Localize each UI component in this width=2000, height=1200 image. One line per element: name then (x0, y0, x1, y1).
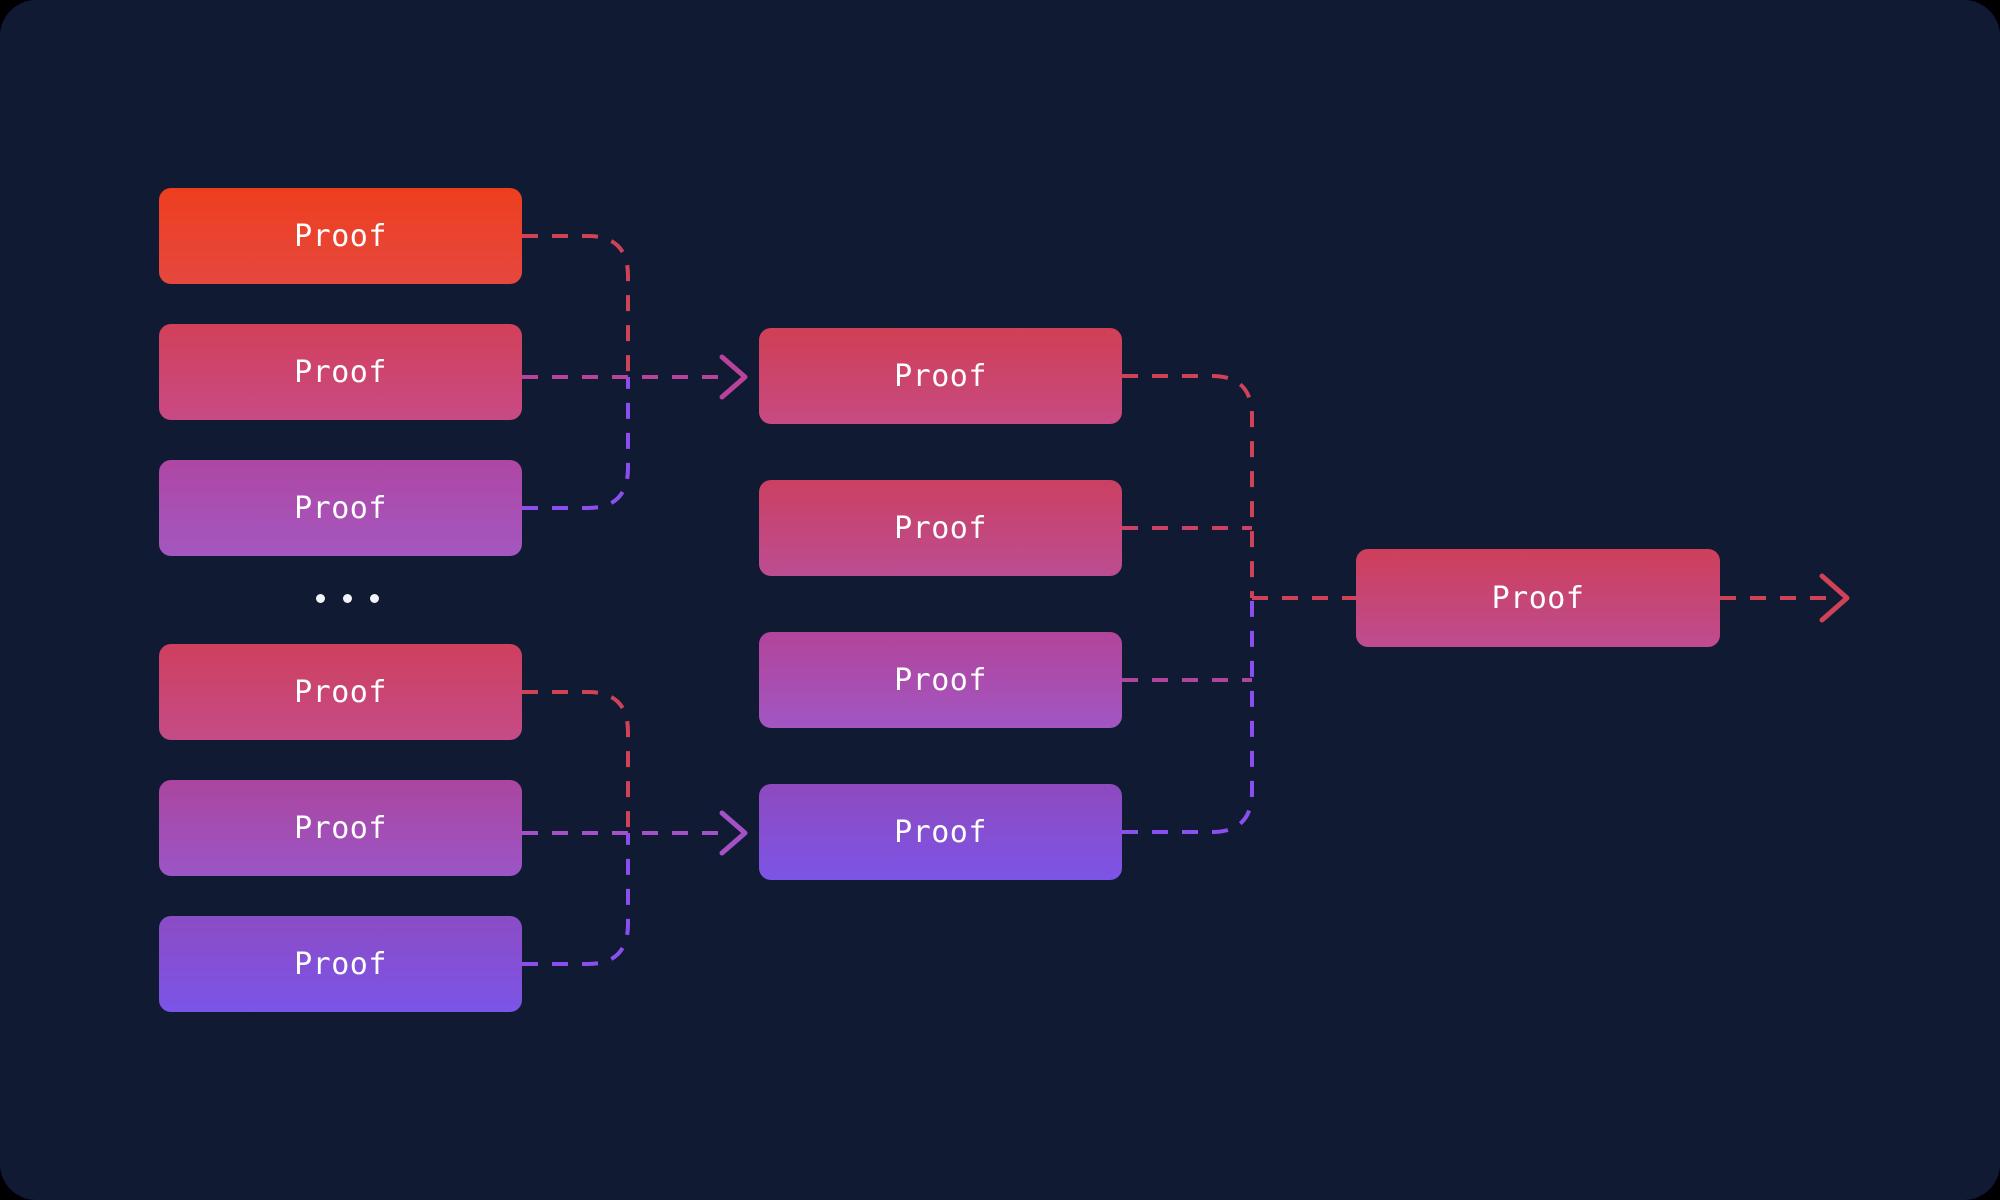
connector-leaf-6-to-bus-b (522, 833, 630, 966)
ellipsis-indicator (316, 594, 379, 603)
connector-leaf-3-to-bus-a (522, 377, 630, 510)
arrow-head-to-mid-1-icon (719, 354, 748, 400)
proof-node-leaf-2[interactable]: Proof (159, 324, 522, 420)
proof-node-leaf-6[interactable]: Proof (159, 916, 522, 1012)
proof-node-label: Proof (294, 946, 387, 982)
proof-node-mid-2[interactable]: Proof (759, 480, 1122, 576)
proof-node-label: Proof (294, 810, 387, 846)
proof-node-label: Proof (294, 490, 387, 526)
ellipsis-dot (370, 594, 379, 603)
proof-node-label: Proof (894, 510, 987, 546)
proof-node-label: Proof (894, 814, 987, 850)
proof-node-label: Proof (894, 358, 987, 394)
arrow-head-output-icon (1819, 573, 1850, 623)
ellipsis-dot (316, 594, 325, 603)
proof-node-label: Proof (294, 674, 387, 710)
ellipsis-dot (343, 594, 352, 603)
proof-node-root[interactable]: Proof (1356, 549, 1720, 647)
proof-node-leaf-5[interactable]: Proof (159, 780, 522, 876)
arrow-head-to-mid-4-icon (719, 810, 748, 856)
proof-node-label: Proof (1491, 580, 1585, 616)
proof-node-leaf-4[interactable]: Proof (159, 644, 522, 740)
proof-node-label: Proof (294, 218, 387, 254)
proof-node-mid-3[interactable]: Proof (759, 632, 1122, 728)
connector-leaf-1-to-bus-a (522, 234, 630, 377)
proof-node-leaf-3[interactable]: Proof (159, 460, 522, 556)
proof-node-label: Proof (894, 662, 987, 698)
connector-leaf-4-to-bus-b (522, 690, 630, 833)
proof-node-mid-1[interactable]: Proof (759, 328, 1122, 424)
connector-mid-4-to-bus (1122, 598, 1254, 834)
proof-node-mid-4[interactable]: Proof (759, 784, 1122, 880)
proof-node-leaf-1[interactable]: Proof (159, 188, 522, 284)
proof-node-label: Proof (294, 354, 387, 390)
connector-mid-1-to-bus (1122, 374, 1254, 598)
